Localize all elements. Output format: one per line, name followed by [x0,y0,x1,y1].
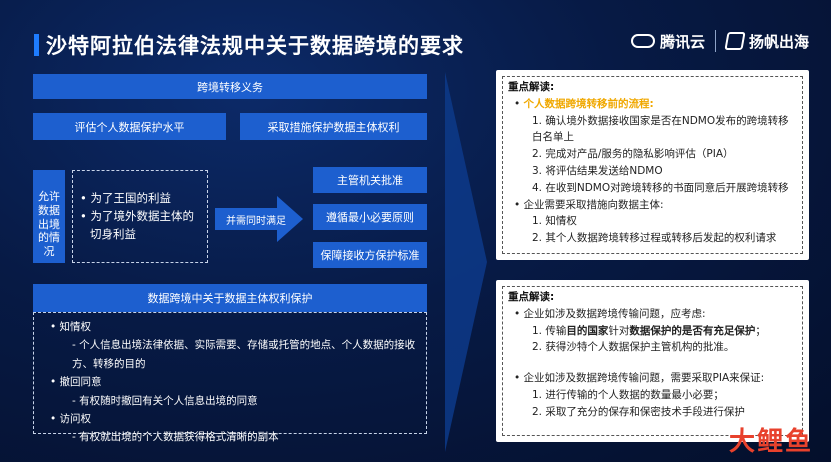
right-desc: - 有权随时撤回有关个人信息出境的同意 [72,394,258,407]
allowed-cases-label: 允许数据出境的情况 [33,170,65,263]
panel-dashed-border [502,286,803,436]
measure-item: 2. 其个人数据跨境转移过程或转移后发起的权利请求 [532,232,777,245]
condition-item: • 为了境外数据主体的切身利益 [80,208,194,241]
step-item: 1. 确认境外数据接收国家是否在NDMO发布的跨境转移白名单上 [532,114,789,144]
q1-item: 1. 传输目的国家针对数据保护的是否有充足保护； [532,324,766,337]
measure-item: 1. 知情权 [532,215,577,228]
right-item: • 知情权 [50,321,92,333]
measures-box: 采取措施保护数据主体权利 [240,113,427,140]
minimal-necessity-box: 遵循最小必要原则 [313,204,427,230]
right-item: • 访问权 [50,412,92,425]
panel-dashed-border [502,76,803,254]
conditions-box [72,170,208,263]
q2-item: 1. 进行传输的个人数据的数量最小必要； [532,388,724,401]
q2-item: 2. 采取了充分的保存和保密技术手段进行保护 [532,405,745,418]
step-item: 4. 在收到NDMO对跨境转移的书面同意后开展跨境转移 [532,181,789,194]
yangfan-text: 扬帆出海 [748,32,809,51]
assess-box: 评估个人数据保护水平 [33,113,226,140]
yangfan-logo: 扬帆出海 [724,31,809,52]
q1-item: 2. 获得沙特个人数据保护主管机构的批准。 [532,341,735,354]
measures-title: • 企业需要采取措施向数据主体: [514,198,664,211]
title-accent-bar [34,34,39,56]
receiver-standard-box: 保障接收方保护标准 [313,242,427,268]
step-item: 2. 完成对产品/服务的隐私影响评估（PIA） [532,148,734,161]
panel-heading: 重点解读: [508,291,555,303]
question-2: • 企业如涉及数据跨境传输问题，需要采取PIA来保证: [514,372,765,385]
right-item: • 撤回同意 [50,376,102,389]
right-desc: - 个人信息出境法律依据、实际需要、存储或托管的地点、个人数据的接收方、转移的目… [72,339,416,370]
rights-list: • 知情权 - 个人信息出境法律依据、实际需要、存储或托管的地点、个人数据的接收… [50,318,420,447]
logo-divider [714,30,716,52]
tencent-cloud-text: 腾讯云 [659,32,705,51]
authority-approval-box: 主管机关批准 [313,167,427,193]
transfer-duty-bar: 跨境转移义务 [33,74,427,99]
rights-title-bar: 数据跨境中关于数据主体权利保护 [33,284,427,312]
logo-group: 腾讯云 扬帆出海 [630,30,809,52]
page-title: 沙特阿拉伯法律法规中关于数据跨境的要求 [46,34,464,58]
sail-icon [724,32,746,50]
key-notes-panel-2: 重点解读: • 企业如涉及数据跨境传输问题，应考虑: 1. 传输目的国家针对数据… [496,280,809,442]
right-desc: - 有权就出境的个人数据获得格式清晰的副本 [72,431,279,444]
watermark-logo: 大鲤鱼 [728,427,813,457]
flow-title: • 个人数据跨境转移前的流程: [514,97,654,110]
question-1: • 企业如涉及数据跨境传输问题，应考虑: [514,307,706,320]
rights-box [33,312,427,434]
arrow-label: 并需同时满足 [226,216,286,227]
condition-item: • 为了王国的利益 [80,191,171,205]
conditions-list: • 为了王国的利益 • 为了境外数据主体的切身利益 [80,190,204,243]
cloud-icon [630,34,655,48]
panel-heading: 重点解读: [508,81,555,93]
flow-arrow-shape [445,72,487,452]
right-arrow-icon [215,196,303,242]
step-item: 3. 将评估结果发送给NDMO [532,164,663,177]
key-notes-panel-1: 重点解读: • 个人数据跨境转移前的流程: 1. 确认境外数据接收国家是否在ND… [496,70,809,260]
tencent-cloud-logo: 腾讯云 [630,31,705,52]
